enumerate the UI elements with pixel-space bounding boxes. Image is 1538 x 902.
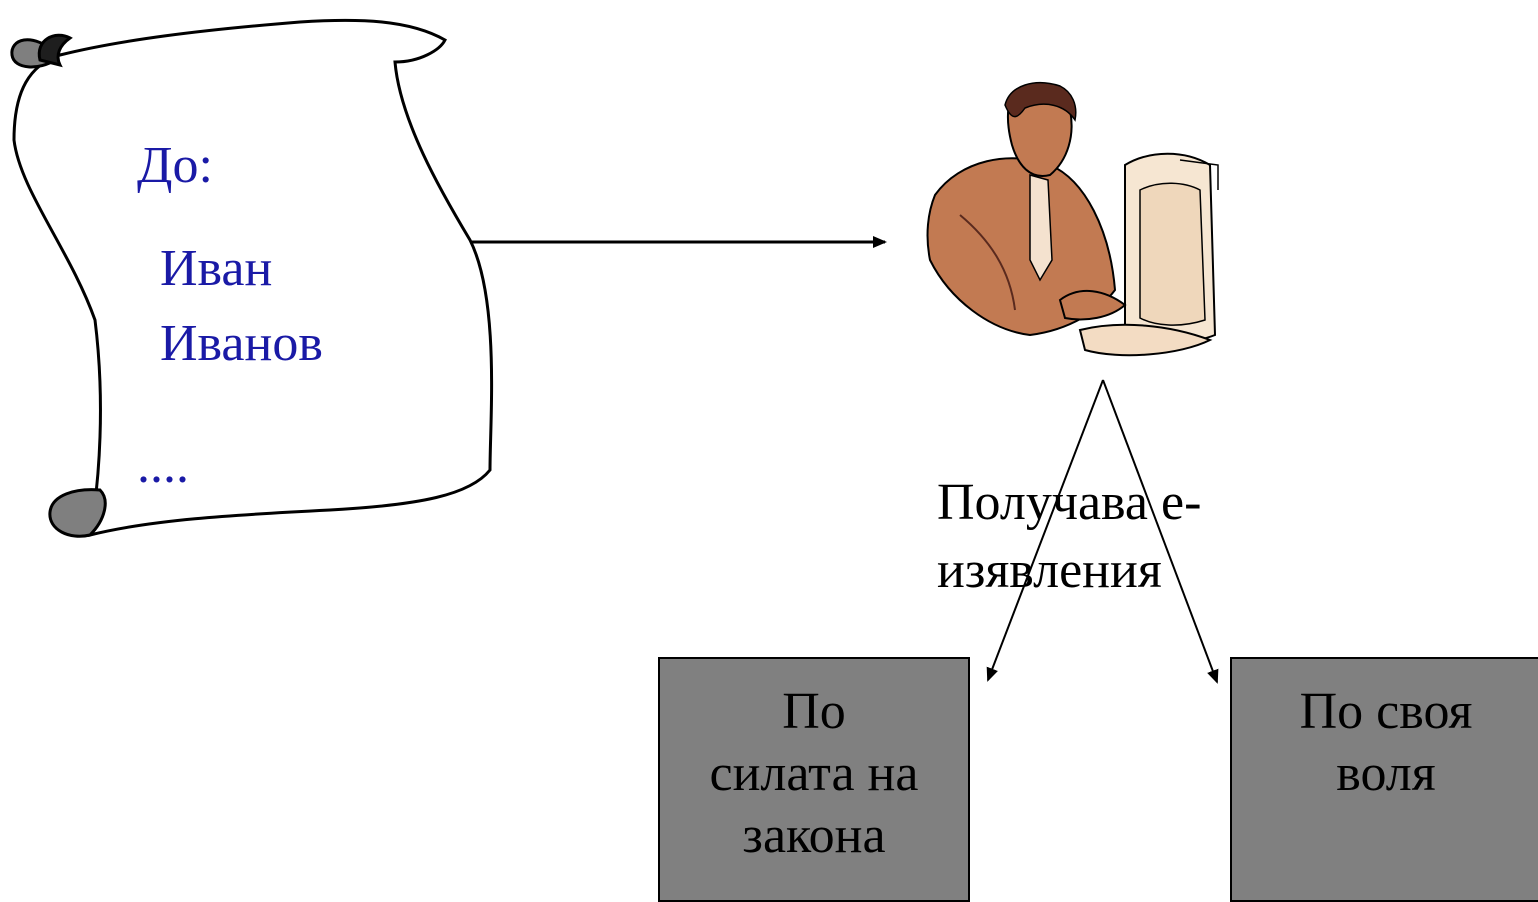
receiver-caption-line1: Получава е- bbox=[937, 474, 1202, 531]
scroll-name-last: Иванов bbox=[160, 315, 323, 372]
scroll-ellipsis: .... bbox=[137, 437, 189, 494]
receiver-caption-line2: изявления bbox=[937, 542, 1162, 599]
person-at-computer-icon bbox=[926, 82, 1219, 357]
box-by-law-line3: закона bbox=[742, 807, 886, 864]
box-own-will: По своя воля bbox=[1230, 657, 1538, 902]
scroll-name-first: Иван bbox=[160, 240, 273, 297]
scroll-document-icon bbox=[10, 18, 494, 538]
scroll-to-label: До: bbox=[137, 137, 213, 194]
arrow-to-own-will bbox=[1102, 379, 1219, 684]
box-by-law-line1: По bbox=[782, 683, 846, 740]
arrow-to-law bbox=[986, 379, 1104, 682]
box-own-will-line1: По своя bbox=[1299, 683, 1473, 740]
box-own-will-line2: воля bbox=[1336, 745, 1436, 802]
box-by-law: По силата на закона bbox=[658, 657, 970, 902]
box-by-law-line2: силата на bbox=[709, 745, 919, 802]
